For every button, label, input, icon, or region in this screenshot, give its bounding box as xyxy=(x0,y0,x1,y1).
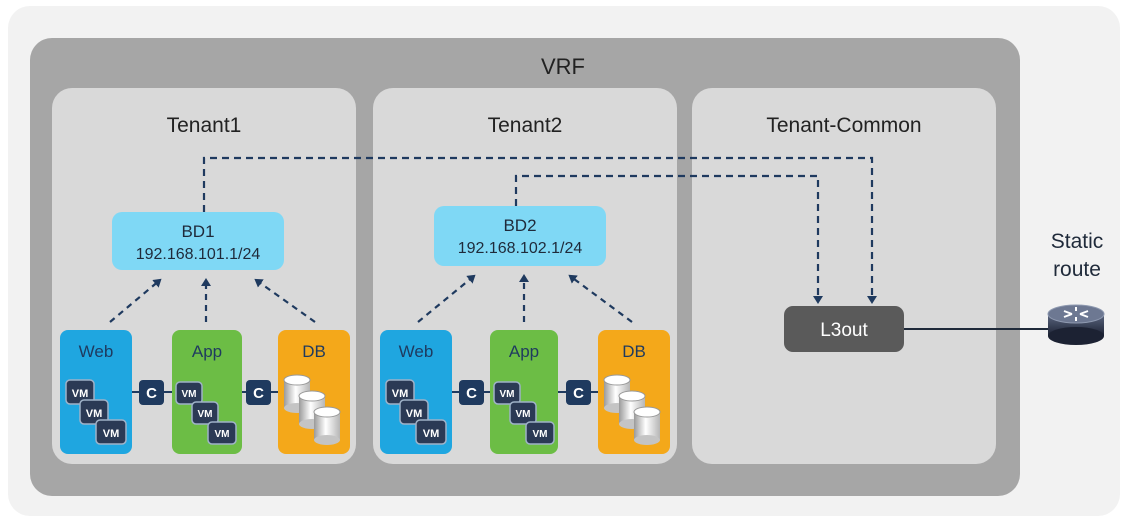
contract-badge xyxy=(566,380,591,405)
svg-text:VM: VM xyxy=(182,389,197,400)
static-route-label-line2: route xyxy=(1053,258,1101,281)
tenant2-label: Tenant2 xyxy=(488,114,563,137)
vm-stack-icon: VM VM VM xyxy=(65,379,127,445)
svg-text:VM: VM xyxy=(423,428,440,440)
svg-text:VM: VM xyxy=(500,389,515,400)
svg-text:VM: VM xyxy=(406,408,423,420)
svg-text:VM: VM xyxy=(533,429,548,440)
app-epg-label: App xyxy=(192,342,222,361)
db-epg-label: DB xyxy=(622,342,646,361)
vm-stack-icon: VM VM VM xyxy=(493,381,555,445)
bd2-box xyxy=(434,206,606,266)
svg-text:VM: VM xyxy=(215,429,230,440)
svg-text:VM: VM xyxy=(516,409,531,420)
database-stack-icon xyxy=(283,374,341,445)
tenant-common-box xyxy=(692,88,996,464)
web-epg-label: Web xyxy=(399,342,434,361)
bd1-subnet: 192.168.101.1/24 xyxy=(136,246,261,263)
database-stack-icon xyxy=(603,374,661,445)
bd2-subnet: 192.168.102.1/24 xyxy=(458,240,583,257)
svg-text:VM: VM xyxy=(103,428,120,440)
bd2-name: BD2 xyxy=(503,216,536,235)
tenant1-epg-group: Web VM VM VM C App VM VM VM C DB xyxy=(60,330,350,454)
bd1-to-l3out-connector xyxy=(202,156,877,304)
bd1-name: BD1 xyxy=(181,222,214,241)
contract-badge-label: C xyxy=(253,385,264,402)
contract-badge-label: C xyxy=(573,385,584,402)
contract-badge-label: C xyxy=(146,385,157,402)
web2-to-bd2-arrow xyxy=(417,274,476,323)
tenant2-epg-group: Web VM VM VM C App VM VM VM C DB xyxy=(380,330,670,454)
bd1-box xyxy=(112,212,284,270)
db1-to-bd1-arrow xyxy=(254,278,316,323)
vm-stack-icon: VM VM VM xyxy=(175,381,237,445)
vm-stack-icon: VM VM VM xyxy=(385,379,447,445)
svg-text:VM: VM xyxy=(198,409,213,420)
static-route-label-line1: Static xyxy=(1051,230,1104,253)
router-icon xyxy=(1047,304,1105,345)
app-epg-label: App xyxy=(509,342,539,361)
db2-to-bd2-arrow xyxy=(568,274,633,323)
svg-text:VM: VM xyxy=(86,408,103,420)
contract-badge xyxy=(139,380,164,405)
contract-badge-label: C xyxy=(466,385,477,402)
db-epg-label: DB xyxy=(302,342,326,361)
contract-badge xyxy=(459,380,484,405)
tenant1-label: Tenant1 xyxy=(167,114,242,137)
tenant-common-label: Tenant-Common xyxy=(766,114,921,137)
contract-badge xyxy=(246,380,271,405)
bd2-to-l3out-connector xyxy=(514,174,823,304)
l3out-label: L3out xyxy=(820,320,868,341)
svg-text:VM: VM xyxy=(392,388,409,400)
svg-text:VM: VM xyxy=(72,388,89,400)
web-epg-label: Web xyxy=(79,342,114,361)
l3out-box xyxy=(784,306,904,352)
vrf-label: VRF xyxy=(541,54,585,79)
